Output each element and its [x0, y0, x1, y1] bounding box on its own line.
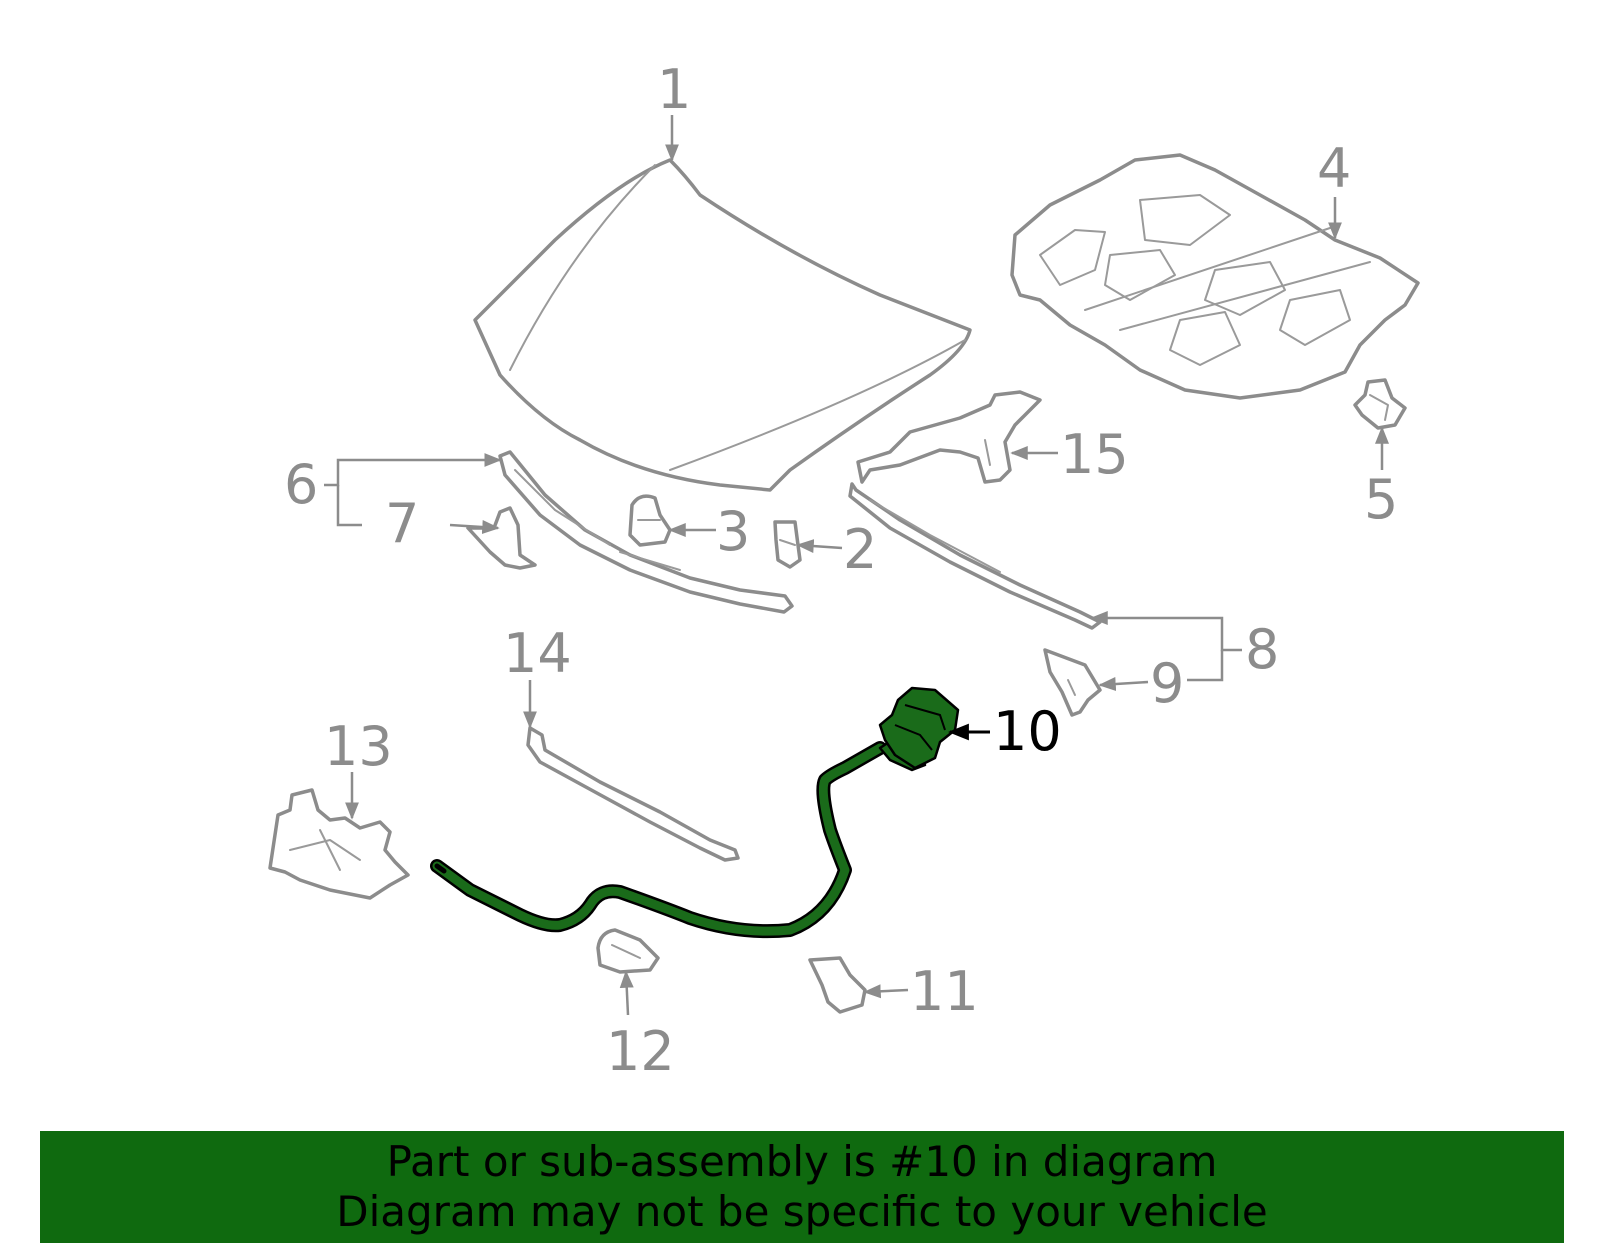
callout-12: 12 [606, 1020, 675, 1083]
part-13-latch[interactable] [268, 788, 410, 900]
part-11-bracket[interactable] [808, 956, 867, 1014]
callout-3: 3 [716, 500, 750, 563]
part-14-prop-rod[interactable] [526, 726, 740, 862]
callout-14: 14 [503, 622, 572, 685]
part-10-release-cable[interactable] [430, 686, 960, 939]
callout-11: 11 [910, 960, 979, 1023]
leader-lines [324, 115, 1389, 1016]
callout-2: 2 [843, 518, 877, 581]
part-7-bracket[interactable] [466, 506, 537, 570]
callout-9: 9 [1150, 652, 1184, 715]
part-15-bracket[interactable] [856, 390, 1042, 484]
part-3-bumper[interactable] [628, 494, 672, 547]
callout-4: 4 [1317, 137, 1351, 200]
callout-8: 8 [1245, 618, 1279, 681]
callout-numbers: 1 4 5 15 6 7 3 2 8 9 10 11 12 13 14 [284, 58, 1398, 1083]
callout-5: 5 [1364, 468, 1398, 531]
banner-line-1: Part or sub-assembly is #10 in diagram [386, 1137, 1218, 1186]
part-9-bracket[interactable] [1043, 648, 1102, 717]
part-2-clip[interactable] [773, 520, 802, 569]
part-6-seal[interactable] [498, 450, 794, 614]
callout-10: 10 [993, 700, 1062, 763]
part-4-insulator[interactable] [1010, 153, 1420, 400]
part-1-hood[interactable] [473, 158, 972, 492]
info-banner: Part or sub-assembly is #10 in diagram D… [40, 1131, 1564, 1243]
callout-7: 7 [385, 492, 419, 555]
callout-6: 6 [284, 453, 318, 516]
part-8-seal[interactable] [848, 482, 1102, 630]
part-12-handle[interactable] [596, 928, 660, 974]
part-5-clip[interactable] [1353, 378, 1407, 430]
callout-1: 1 [657, 58, 691, 121]
callout-13: 13 [324, 715, 393, 778]
callout-15: 15 [1060, 423, 1129, 486]
banner-line-2: Diagram may not be specific to your vehi… [336, 1187, 1268, 1236]
